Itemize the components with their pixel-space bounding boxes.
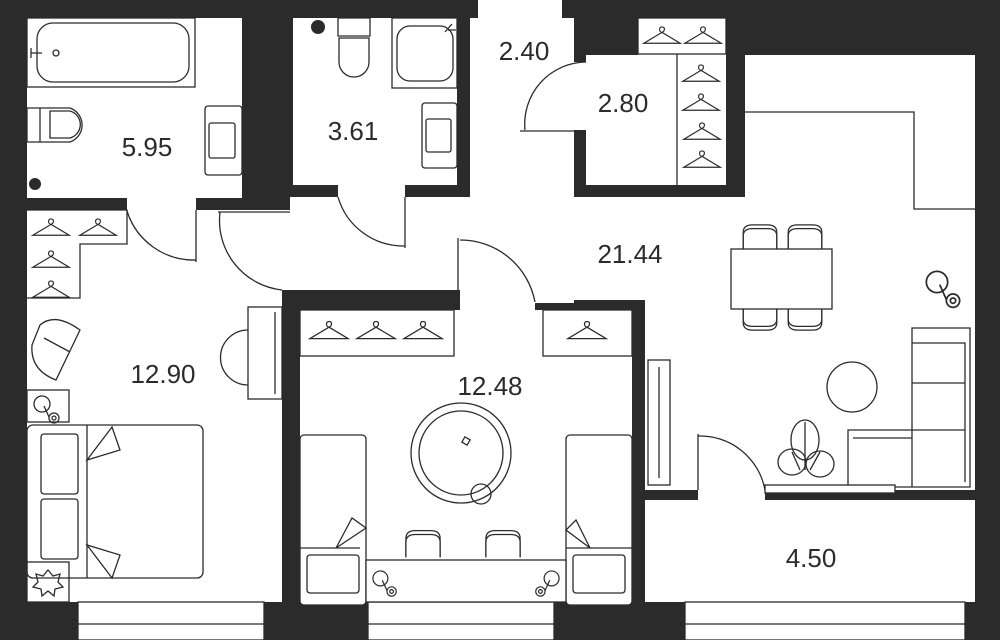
closet-doorway [572, 62, 588, 130]
entrance-door [478, 0, 562, 18]
balcony-doorway [698, 488, 765, 502]
shower-tray [391, 17, 458, 89]
blanket [565, 518, 632, 549]
plant-icon [777, 419, 835, 478]
shower-faucet [444, 23, 456, 33]
kitchen-counter [745, 111, 975, 210]
riser-pipe [311, 20, 325, 34]
wardrobe [27, 209, 128, 299]
desk [365, 559, 567, 603]
toilet-icon [337, 17, 371, 78]
room-balcony [645, 500, 975, 602]
wardrobe [542, 309, 633, 357]
area-label-bedroom: 12.90 [130, 359, 195, 389]
window-bedroom [77, 601, 265, 640]
coffee-table [826, 361, 878, 413]
chair-icon [405, 529, 441, 559]
window-balcony [684, 601, 966, 640]
bathtub-faucet [30, 48, 42, 58]
dining-table [730, 248, 833, 310]
doors [126, 61, 766, 491]
door-closet [520, 61, 587, 132]
door-hall [218, 211, 290, 291]
sink-icon [208, 122, 236, 159]
blanket [300, 517, 368, 549]
living-fixtures [647, 111, 975, 494]
door-balcony [697, 434, 766, 491]
area-label-bathroom: 5.95 [122, 132, 173, 162]
closet-fixtures [637, 17, 727, 185]
room-walk-in-closet [586, 55, 726, 185]
area-label-balcony: 4.50 [786, 543, 837, 573]
wc-doorway [338, 184, 405, 200]
pillow [40, 433, 79, 495]
blanket [85, 425, 121, 580]
ball-icon [470, 483, 492, 505]
area-label-wc: 3.61 [328, 116, 379, 146]
wc-fixtures [311, 17, 458, 169]
bedroom-fixtures [26, 209, 283, 603]
area-label-entry-hall: 2.40 [499, 36, 550, 66]
desk-chair [219, 329, 249, 386]
bathtub [26, 17, 196, 88]
pillow [306, 554, 360, 594]
chair-icon [787, 224, 823, 251]
windows [77, 601, 966, 640]
kids-fixtures [299, 309, 633, 606]
desk [247, 306, 283, 400]
bed [26, 424, 204, 579]
riser-pipe [29, 178, 41, 190]
area-label-living-kitchen: 21.44 [597, 239, 662, 269]
bed-right [565, 434, 633, 606]
bathtub-drain [52, 49, 60, 57]
bathroom-fixtures [26, 17, 243, 190]
area-label-kids-room: 12.48 [457, 371, 522, 401]
round-rug [410, 402, 512, 504]
plant-icon [31, 568, 65, 598]
bed-left [299, 434, 367, 606]
door-kids [457, 238, 536, 303]
kids-doorway [460, 290, 535, 312]
sofa-cushions [853, 342, 966, 487]
toilet-icon [26, 107, 83, 143]
sink-cabinet [204, 105, 243, 176]
pillow [572, 554, 626, 594]
area-label-walk-in-closet: 2.80 [598, 88, 649, 118]
bathroom-doorway [127, 197, 196, 211]
door-bathroom [126, 210, 197, 262]
sink-cabinet [421, 102, 458, 169]
wardrobe [299, 309, 455, 357]
plant-stand [26, 561, 70, 603]
nightstand [26, 389, 70, 423]
area-labels: 5.95 3.61 2.40 2.80 21.44 12.90 12.48 4.… [122, 36, 837, 573]
door-wc [337, 196, 406, 248]
chair-icon [742, 224, 778, 251]
living-west [470, 197, 745, 300]
armchair [31, 318, 81, 381]
sink-icon [425, 118, 452, 153]
shelf [637, 17, 727, 55]
pillow [40, 498, 79, 560]
balcony-door-threshold [764, 484, 896, 494]
room-wc [293, 18, 457, 185]
chair-icon [485, 529, 521, 559]
toy-block [461, 436, 471, 446]
window-kids [367, 601, 555, 640]
hall-west [196, 210, 292, 290]
shower-basin [396, 25, 454, 82]
